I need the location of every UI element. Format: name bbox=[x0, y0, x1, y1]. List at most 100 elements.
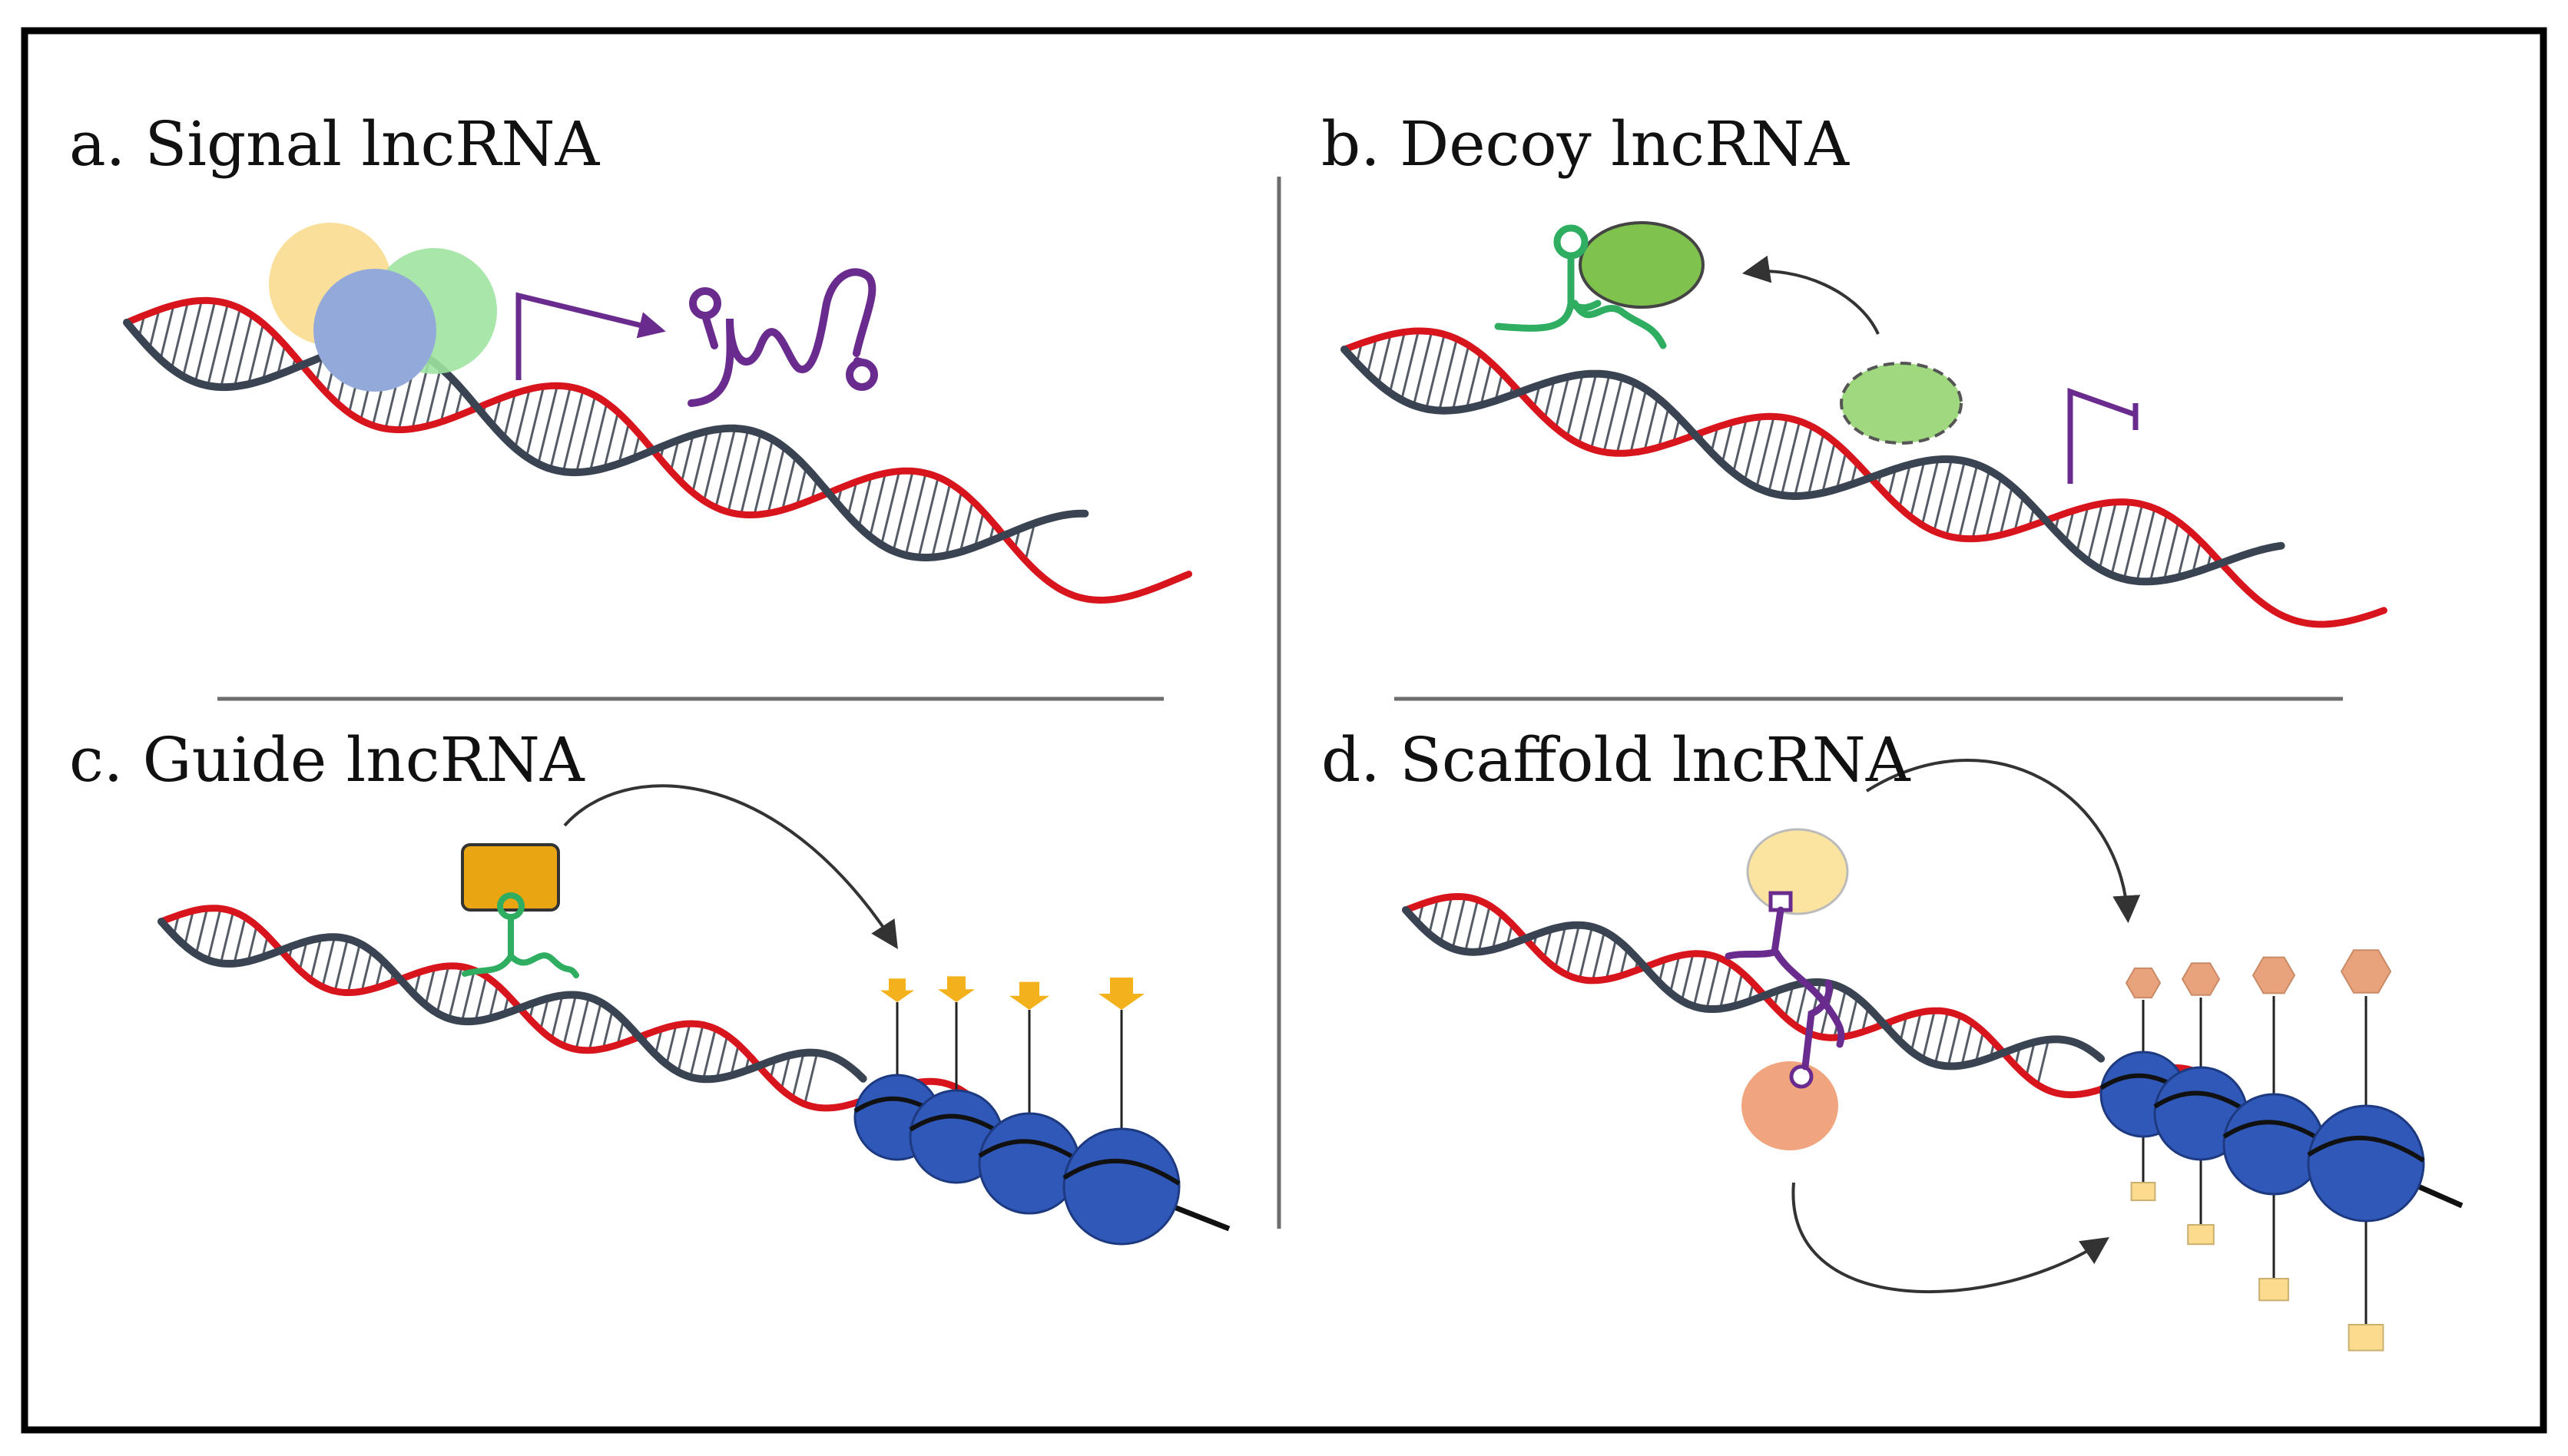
base-pair bbox=[588, 1002, 602, 1051]
base-pair bbox=[333, 938, 349, 991]
base-pair bbox=[1945, 461, 1966, 536]
base-pair bbox=[1807, 433, 1825, 496]
base-pair bbox=[2086, 503, 2103, 562]
blocked-promoter-icon bbox=[2067, 388, 2139, 484]
base-pair bbox=[1479, 362, 1493, 405]
base-pair bbox=[1743, 416, 1762, 481]
base-pair bbox=[2098, 501, 2117, 570]
base-pair bbox=[424, 968, 436, 1006]
base-pair bbox=[804, 1052, 819, 1105]
nucleosome-array bbox=[2099, 949, 2464, 1352]
histone-mark-square-icon bbox=[2187, 1224, 2215, 1246]
panel-c-guide bbox=[157, 784, 1231, 1246]
base-pair bbox=[159, 305, 175, 360]
base-pair bbox=[276, 344, 287, 376]
scaffold-protein-orange bbox=[1741, 1061, 1838, 1150]
base-pair bbox=[917, 477, 939, 558]
base-pair bbox=[1388, 331, 1407, 393]
base-pair bbox=[182, 300, 203, 377]
base-pair bbox=[1795, 982, 1808, 1027]
base-pair bbox=[514, 389, 531, 448]
base-pair bbox=[1451, 896, 1466, 949]
base-pair bbox=[1605, 938, 1618, 980]
base-pair bbox=[588, 402, 608, 472]
base-pair bbox=[474, 976, 488, 1021]
histone-mark-arrow-icon bbox=[1009, 981, 1049, 1010]
base-pair bbox=[1491, 913, 1503, 950]
base-pair bbox=[959, 501, 974, 553]
nucleosome bbox=[1062, 1127, 1181, 1246]
base-pair bbox=[730, 1044, 740, 1076]
base-pair bbox=[220, 308, 241, 388]
base-pair bbox=[1477, 905, 1491, 952]
base-pair bbox=[1835, 452, 1847, 490]
rna-hairpin-icon bbox=[1553, 224, 1589, 260]
base-pair bbox=[1780, 421, 1801, 496]
figure-frame bbox=[21, 27, 2547, 1434]
recruit-arrow-bottom bbox=[1791, 1182, 2109, 1293]
nucleosome bbox=[2222, 1093, 2325, 1196]
base-pair bbox=[488, 984, 499, 1019]
histone-mark-square-icon bbox=[2130, 1182, 2156, 1202]
base-pair bbox=[1451, 345, 1470, 411]
base-pair bbox=[1933, 458, 1953, 532]
base-pair bbox=[714, 428, 737, 508]
base-pair bbox=[310, 938, 323, 981]
base-pair bbox=[669, 439, 680, 472]
dna-wrap bbox=[2222, 1120, 2325, 1144]
base-pair bbox=[1974, 1031, 1985, 1063]
base-pair bbox=[1887, 468, 1897, 498]
base-pair bbox=[795, 467, 807, 506]
base-pair bbox=[1543, 380, 1556, 419]
base-pair bbox=[691, 431, 709, 493]
base-pair bbox=[1999, 486, 2013, 536]
base-pair bbox=[1971, 470, 1991, 539]
rna-strand bbox=[1402, 892, 2218, 1099]
base-pair bbox=[346, 943, 361, 993]
base-pair bbox=[1921, 1010, 1936, 1060]
base-pair bbox=[1910, 1011, 1922, 1052]
base-pair bbox=[791, 1052, 805, 1099]
histone-mark-arrow-icon bbox=[880, 978, 914, 1002]
dna-helix bbox=[157, 905, 980, 1112]
base-pair bbox=[2162, 521, 2180, 581]
base-pair bbox=[194, 300, 217, 382]
base-pair bbox=[1733, 972, 1744, 1007]
base-pair bbox=[247, 925, 258, 962]
recruit-arrow-top bbox=[1865, 759, 2141, 924]
dna-strand bbox=[1340, 346, 2285, 586]
base-pair bbox=[2136, 508, 2156, 582]
panel-a-signal bbox=[123, 223, 1193, 604]
base-pair bbox=[550, 994, 564, 1040]
base-pair bbox=[1578, 373, 1598, 445]
base-pair bbox=[603, 412, 619, 468]
base-pair bbox=[1590, 374, 1611, 449]
base-pair bbox=[1909, 461, 1926, 518]
base-pair bbox=[525, 386, 545, 458]
base-pair bbox=[931, 483, 952, 558]
base-pair bbox=[502, 392, 517, 438]
dna-wrap bbox=[2307, 1135, 2425, 1163]
base-pair bbox=[1555, 376, 1570, 429]
base-pair bbox=[2149, 514, 2169, 582]
base-pair bbox=[1615, 382, 1635, 454]
base-pair bbox=[1692, 954, 1708, 1007]
base-pair bbox=[425, 367, 442, 427]
base-pair bbox=[184, 910, 194, 946]
panel-d-title: d. Scaffold lncRNA bbox=[1321, 724, 1910, 796]
base-pair bbox=[702, 1028, 717, 1080]
histone-mark-square-icon bbox=[2258, 1278, 2289, 1302]
rna-strand bbox=[157, 905, 980, 1112]
dna-wrap bbox=[2153, 1090, 2248, 1114]
base-pair bbox=[1542, 928, 1552, 959]
base-pair bbox=[436, 965, 450, 1014]
base-pair bbox=[904, 472, 927, 556]
dna-strand bbox=[157, 918, 867, 1084]
base-pair bbox=[2110, 501, 2131, 575]
base-pair bbox=[2036, 1039, 2050, 1085]
histone-mark-hexagon-icon bbox=[2340, 949, 2392, 994]
base-pair bbox=[1566, 374, 1584, 438]
base-pair bbox=[1428, 898, 1439, 935]
base-pair bbox=[847, 481, 858, 516]
